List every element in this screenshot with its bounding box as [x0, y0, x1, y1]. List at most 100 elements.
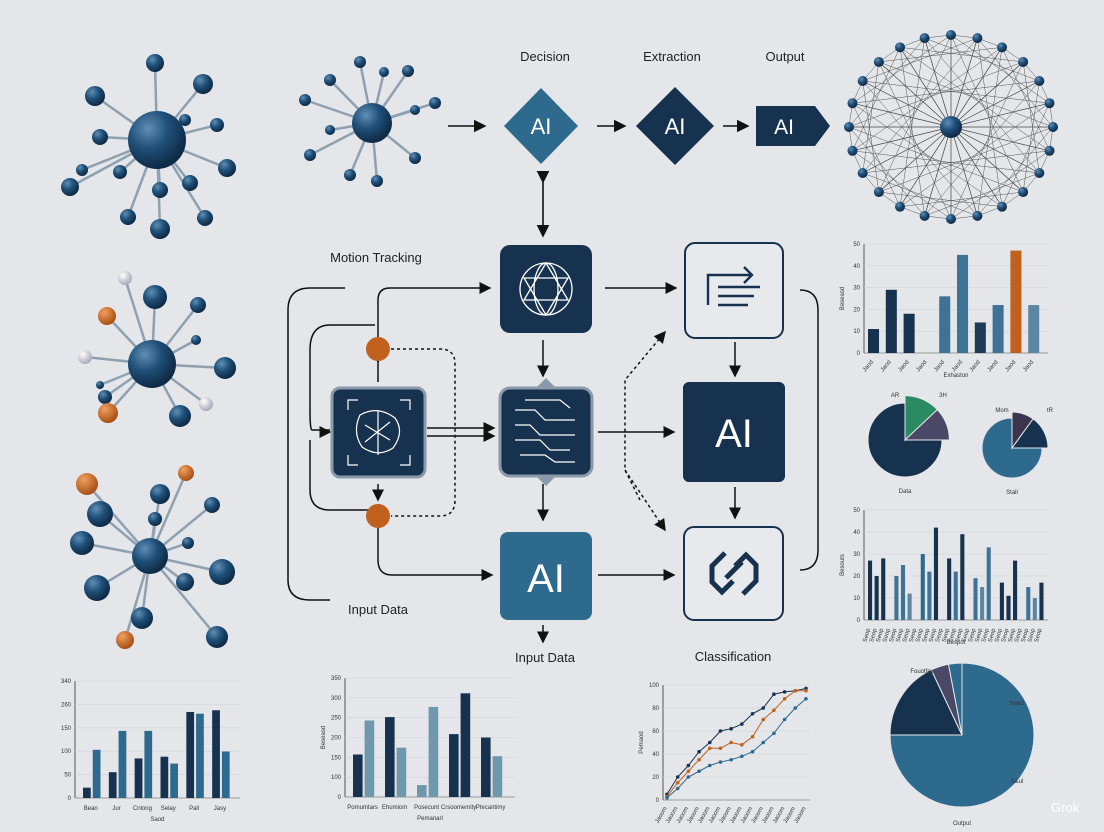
network-node — [857, 76, 868, 86]
pie-caption: Output — [953, 821, 971, 827]
network-node — [997, 42, 1007, 53]
bar — [992, 305, 1004, 353]
network-node — [1044, 145, 1055, 156]
x-tick-label: Seop — [948, 627, 958, 643]
network-edge — [950, 102, 1050, 128]
bar — [83, 787, 91, 798]
y-tick-label: 100 — [61, 749, 72, 755]
extraction-label: Extraction — [643, 49, 701, 64]
atom — [193, 74, 213, 94]
input-data-left-label: Input Data — [348, 602, 409, 617]
atom — [218, 159, 236, 177]
output-ai-text: AI — [774, 116, 794, 139]
line-point — [729, 726, 733, 731]
atom — [210, 118, 224, 132]
classification-label: Classification — [695, 649, 772, 664]
atom — [199, 397, 213, 411]
line-point — [740, 722, 744, 726]
network-edge — [977, 126, 1054, 217]
atom — [190, 297, 206, 313]
y-tick-label: 250 — [331, 716, 342, 722]
x-tick-label: Bean — [84, 806, 98, 812]
network-edge — [878, 126, 952, 193]
x-tick-label: Seop — [988, 627, 998, 643]
bar — [960, 534, 965, 620]
network-edge — [950, 80, 1040, 128]
extraction-node: AI — [636, 87, 714, 165]
x-tick-label: Seop — [909, 627, 919, 643]
network-edge — [848, 126, 1024, 193]
line-point — [707, 740, 712, 745]
line-point — [772, 708, 776, 713]
line-point — [697, 769, 701, 774]
x-tick-label: Jaod — [862, 359, 875, 373]
line-point — [750, 711, 755, 716]
line-point — [740, 743, 744, 747]
bar — [1026, 587, 1031, 620]
network-edge — [924, 80, 1040, 217]
bar — [957, 254, 969, 353]
globe-network-node — [500, 245, 592, 333]
y-tick-label: 40 — [853, 530, 860, 536]
network-edge — [862, 80, 952, 128]
x-tick-label: Jaod — [933, 359, 946, 373]
atom — [152, 182, 168, 198]
atom — [96, 381, 104, 389]
molecule-icon — [61, 54, 236, 239]
atom — [410, 105, 420, 115]
line-point — [772, 731, 776, 736]
network-edge — [1001, 47, 1050, 151]
y-tick-label: 60 — [652, 729, 659, 735]
network-edge — [977, 47, 1003, 216]
network-edge — [924, 126, 952, 216]
network-edge — [924, 37, 1040, 174]
pie-label: AR — [891, 393, 900, 399]
x-axis-label: Pemanarl — [417, 816, 443, 822]
output-label: Output — [765, 49, 804, 64]
x-tick-label: Seop — [1021, 627, 1031, 643]
network-edge — [852, 126, 952, 152]
network-node — [997, 201, 1007, 212]
motion-tracking-node — [330, 386, 427, 479]
atom — [214, 357, 236, 379]
line-point — [729, 757, 733, 762]
bar — [974, 322, 986, 353]
orange-junction-dot — [366, 504, 390, 528]
network-edge — [950, 126, 1024, 193]
y-tick-label: 80 — [652, 706, 659, 712]
pie-caption: Stall — [1006, 490, 1018, 496]
atom — [98, 307, 116, 325]
x-tick-label: Seop — [889, 627, 899, 643]
bar — [460, 693, 471, 797]
line-point — [750, 734, 755, 739]
atom — [179, 114, 191, 126]
x-axis-label: Saod — [150, 817, 164, 823]
atom — [304, 149, 316, 161]
network-edge — [878, 126, 1054, 193]
network-edge — [950, 126, 1040, 174]
line-point — [761, 706, 766, 710]
network-node — [972, 33, 983, 44]
network-node — [1018, 187, 1029, 198]
network-node — [946, 214, 956, 224]
network-edge — [950, 34, 1050, 104]
atom — [76, 164, 88, 176]
y-tick-label: 150 — [331, 755, 342, 761]
line-point — [740, 754, 744, 759]
y-tick-label: 20 — [853, 574, 860, 580]
x-axis-label: Exhaston — [943, 373, 968, 379]
y-tick-label: 50 — [853, 242, 860, 248]
bar — [186, 711, 195, 798]
pie-label: tR — [1047, 408, 1054, 414]
atom — [354, 56, 366, 68]
extraction-ai-text: AI — [665, 114, 686, 139]
x-tick-label: Selay — [161, 806, 176, 812]
atom — [344, 169, 356, 181]
network-edge — [1022, 80, 1040, 193]
x-tick-label: Posecunt — [414, 805, 439, 811]
input-ai-text: AI — [527, 557, 565, 601]
